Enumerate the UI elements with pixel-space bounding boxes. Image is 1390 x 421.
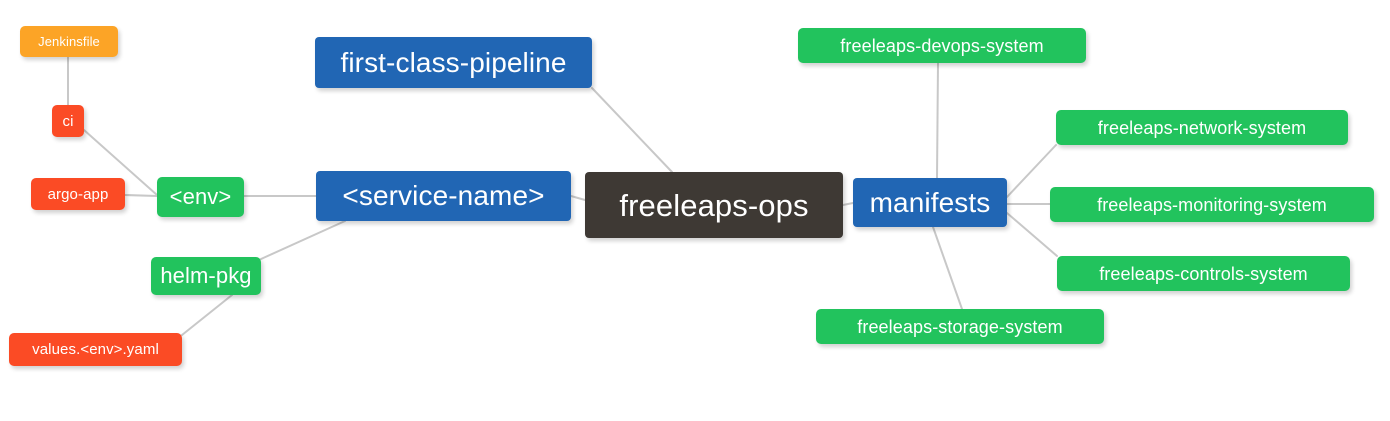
node-label: argo-app (47, 185, 109, 203)
mindmap-node-service[interactable]: <service-name> (316, 171, 571, 221)
node-label: values.<env>.yaml (32, 341, 159, 358)
node-label: freeleaps-monitoring-system (1097, 194, 1327, 215)
mindmap-node-devops[interactable]: freeleaps-devops-system (798, 28, 1086, 63)
mindmap-node-pipeline[interactable]: first-class-pipeline (315, 37, 592, 88)
mindmap-node-root[interactable]: freeleaps-ops (585, 172, 843, 238)
edge-root-to-manifests (842, 202, 854, 206)
edge-manifests-to-controls (1006, 212, 1058, 257)
mindmap-node-argoapp[interactable]: argo-app (31, 178, 125, 210)
node-label: freeleaps-devops-system (840, 35, 1044, 56)
node-label: freeleaps-storage-system (857, 316, 1063, 337)
mindmap-node-env[interactable]: <env> (157, 177, 244, 217)
edge-valuesyaml-to-helm (181, 294, 233, 336)
node-label: ci (62, 112, 74, 130)
edge-helm-to-service (260, 220, 346, 260)
mindmap-node-jenkinsfile[interactable]: Jenkinsfile (20, 26, 118, 57)
node-label: freeleaps-controls-system (1099, 263, 1308, 284)
mindmap-node-manifests[interactable]: manifests (853, 178, 1007, 227)
edge-manifests-to-devops (936, 62, 939, 179)
edge-manifests-to-network (1006, 144, 1057, 198)
mindmap-node-valuesyaml[interactable]: values.<env>.yaml (9, 333, 182, 366)
mindmap-node-storage[interactable]: freeleaps-storage-system (816, 309, 1104, 344)
edge-argoapp-to-env (124, 194, 158, 197)
mindmap-node-monitoring[interactable]: freeleaps-monitoring-system (1050, 187, 1374, 222)
edge-manifests-to-storage (932, 226, 963, 310)
edge-service-to-root (570, 195, 586, 201)
node-label: freeleaps-network-system (1097, 117, 1307, 138)
mindmap-node-ci[interactable]: ci (52, 105, 84, 137)
mindmap-node-helm[interactable]: helm-pkg (151, 257, 261, 295)
mindmap-node-network[interactable]: freeleaps-network-system (1056, 110, 1348, 145)
node-label: first-class-pipeline (340, 46, 567, 78)
node-label: manifests (869, 186, 991, 218)
mindmap-node-controls[interactable]: freeleaps-controls-system (1057, 256, 1350, 291)
node-label: Jenkinsfile (38, 34, 100, 49)
node-label: <service-name> (342, 180, 545, 211)
edge-pipeline-to-root (591, 87, 673, 173)
node-label: freeleaps-ops (619, 187, 809, 223)
node-label: helm-pkg (160, 263, 252, 288)
node-label: <env> (169, 184, 232, 209)
